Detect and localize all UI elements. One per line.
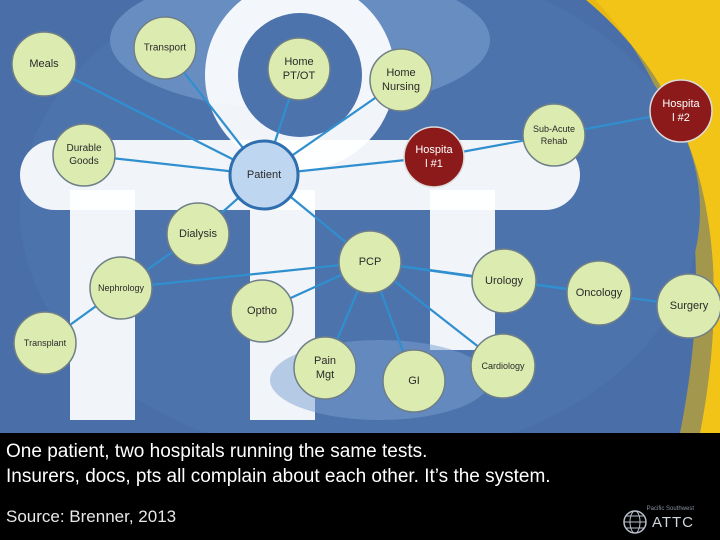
node-label: PCP bbox=[359, 256, 382, 268]
node-urology: Urology bbox=[472, 249, 536, 313]
node-circle bbox=[294, 337, 356, 399]
node-label: Home bbox=[386, 67, 415, 79]
node-label: Hospita bbox=[415, 144, 453, 156]
caption-line-1: One patient, two hospitals running the s… bbox=[6, 439, 714, 464]
node-label: Hospita bbox=[662, 98, 700, 110]
node-label: Durable bbox=[66, 143, 101, 154]
node-label: Nursing bbox=[382, 81, 420, 93]
globe-icon bbox=[622, 509, 648, 535]
node-circle bbox=[370, 49, 432, 111]
node-label: Home bbox=[284, 56, 313, 68]
node-label: Patient bbox=[247, 169, 281, 181]
node-label: Pain bbox=[314, 355, 336, 367]
node-label: l #1 bbox=[425, 158, 443, 170]
node-gi: GI bbox=[383, 350, 445, 412]
node-label: GI bbox=[408, 375, 420, 387]
attc-logo-subtext: Pacific Southwest bbox=[647, 506, 694, 512]
node-cardiology: Cardiology bbox=[471, 334, 535, 398]
node-hospital-2: Hospita l #2 bbox=[650, 80, 712, 142]
node-label: Goods bbox=[69, 156, 98, 167]
node-label: Urology bbox=[485, 275, 523, 287]
node-optho: Optho bbox=[231, 280, 293, 342]
node-dialysis: Dialysis bbox=[167, 203, 229, 265]
node-surgery: Surgery bbox=[657, 274, 720, 338]
node-nephrology: Nephrology bbox=[90, 257, 152, 319]
attc-logo: ATTC Pacific Southwest bbox=[622, 507, 694, 537]
node-label: Cardiology bbox=[481, 361, 525, 371]
node-label: Transport bbox=[144, 43, 187, 54]
node-label: Transplant bbox=[24, 338, 67, 348]
node-circle bbox=[53, 124, 115, 186]
node-label: Surgery bbox=[670, 300, 709, 312]
attc-logo-text: ATTC bbox=[652, 514, 694, 531]
node-circle bbox=[404, 127, 464, 187]
footer-bar: Source: Brenner, 2013 ATTC Pacific South… bbox=[0, 503, 720, 540]
node-label: Mgt bbox=[316, 369, 334, 381]
node-patient: Patient bbox=[230, 141, 298, 209]
node-oncology: Oncology bbox=[567, 261, 631, 325]
node-label: l #2 bbox=[672, 112, 690, 124]
caption-line-2: Insurers, docs, pts all complain about e… bbox=[6, 464, 714, 489]
node-transport: Transport bbox=[134, 17, 196, 79]
node-label: Oncology bbox=[576, 287, 623, 299]
node-circle bbox=[650, 80, 712, 142]
node-pcp: PCP bbox=[339, 231, 401, 293]
node-hospital-1: Hospita l #1 bbox=[404, 127, 464, 187]
node-label: Optho bbox=[247, 305, 277, 317]
node-meals: Meals bbox=[12, 32, 76, 96]
node-label: Sub-Acute bbox=[533, 124, 575, 134]
source-citation: Source: Brenner, 2013 bbox=[6, 507, 176, 527]
node-label: Meals bbox=[29, 58, 59, 70]
caption-box: One patient, two hospitals running the s… bbox=[0, 433, 720, 503]
node-label: Nephrology bbox=[98, 283, 145, 293]
node-circle bbox=[268, 38, 330, 100]
node-label: Rehab bbox=[541, 136, 568, 146]
node-circle bbox=[523, 104, 585, 166]
node-label: PT/OT bbox=[283, 70, 316, 82]
node-transplant: Transplant bbox=[14, 312, 76, 374]
node-label: Dialysis bbox=[179, 228, 217, 240]
